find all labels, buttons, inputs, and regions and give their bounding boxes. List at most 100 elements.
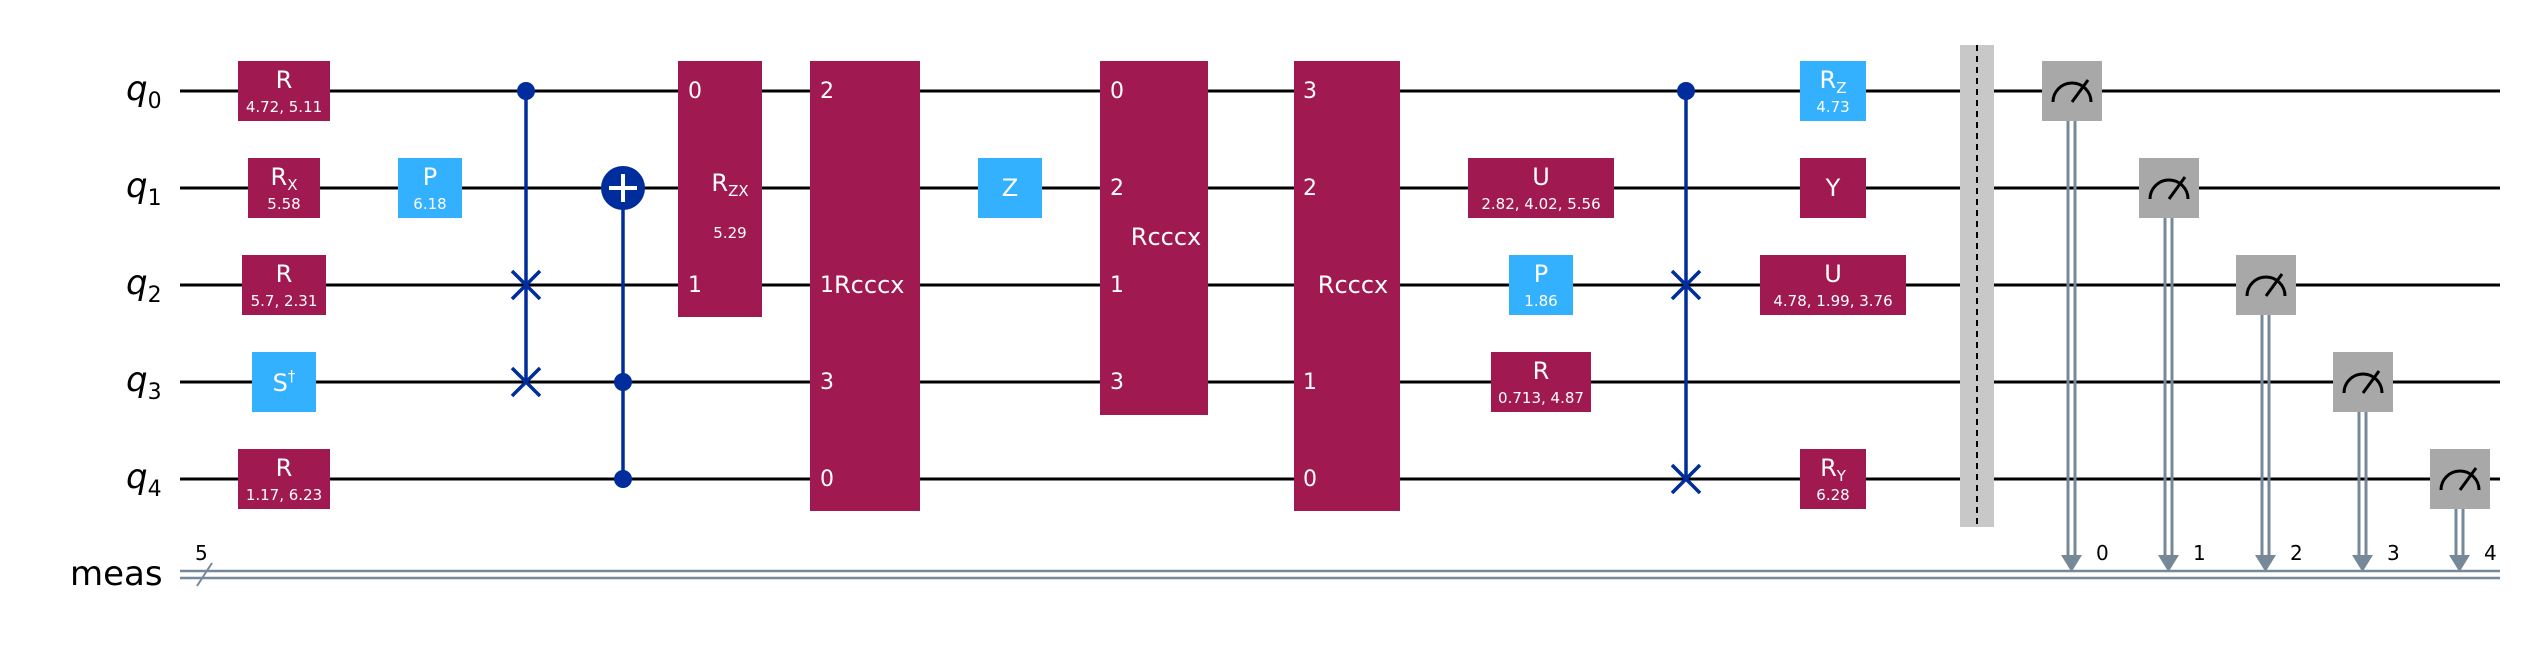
- register-slash: [196, 562, 213, 587]
- swap-cross-q3: [510, 366, 542, 398]
- rcccx2-pin-q0: 0: [1110, 79, 1124, 104]
- qubit-label-q0: q0: [126, 69, 162, 114]
- rcccx2-pin-q2: 1: [1110, 273, 1124, 298]
- qubit-label-q4: q4: [126, 457, 162, 502]
- rcccx1-pin-q0: 2: [820, 79, 834, 104]
- gate-params: 6.28: [1816, 486, 1849, 504]
- cswap-gate: [510, 82, 542, 398]
- register-size-label: 5: [195, 541, 208, 565]
- gate-params: 5.29: [713, 224, 746, 242]
- gate-name: R: [1533, 357, 1550, 385]
- measure-arrow: [2449, 555, 2470, 572]
- swap-cross-q2: [1670, 269, 1702, 301]
- rcccx2-pin-q3: 3: [1110, 370, 1124, 395]
- p-gate-q2: P 1.86: [1509, 255, 1573, 315]
- gate-name: RZX: [711, 169, 748, 200]
- measure-arrow: [2158, 555, 2179, 572]
- rzx-gate: 0 1 RZX 5.29: [678, 61, 762, 317]
- meter-icon: [2051, 81, 2093, 103]
- gate-params: 5.7, 2.31: [251, 292, 318, 310]
- sdg-gate-q3: S†: [252, 352, 316, 412]
- ry-gate-q4: RY 6.28: [1800, 449, 1866, 509]
- gate-name: R: [276, 454, 293, 482]
- meter-icon: [2342, 372, 2384, 394]
- gate-params: 4.72, 5.11: [246, 98, 322, 116]
- qubit-label-q1: q1: [126, 166, 162, 211]
- gate-name: U: [1532, 163, 1550, 191]
- z-gate-q1: Z: [978, 158, 1042, 218]
- r-gate-q3: R 0.713, 4.87: [1491, 352, 1591, 412]
- gate-name: RX: [271, 163, 298, 194]
- measure-box: [2042, 61, 2102, 121]
- gate-name: R: [276, 260, 293, 288]
- measure-q4: 4: [2430, 449, 2497, 572]
- gate-name: P: [1534, 260, 1548, 288]
- gate-params: 1.17, 6.23: [246, 486, 322, 504]
- control-dot-q0: [517, 82, 535, 100]
- gate-name: RY: [1820, 454, 1847, 485]
- gate-params: 6.18: [413, 195, 446, 213]
- gate-name: P: [423, 163, 437, 191]
- gate-name: Y: [1825, 174, 1841, 202]
- measure-q2: 2: [2236, 255, 2303, 572]
- classical-register-label: meas: [70, 554, 163, 594]
- gate-name: R: [276, 66, 293, 94]
- measure-q0: 0: [2042, 61, 2109, 572]
- gate-params: 2.82, 4.02, 5.56: [1481, 195, 1600, 213]
- u-gate-q2: U 4.78, 1.99, 3.76: [1760, 255, 1906, 315]
- gate-params: 4.78, 1.99, 3.76: [1773, 292, 1892, 310]
- measure-bit-label: 4: [2484, 541, 2497, 565]
- rzx-pin-q0: 0: [688, 79, 702, 104]
- meter-icon: [2245, 275, 2287, 297]
- rcccx3-pin-q4: 0: [1303, 467, 1317, 492]
- gate-name: S†: [273, 367, 296, 397]
- measure-bit-label: 2: [2290, 541, 2303, 565]
- control-dot-q0: [1677, 82, 1695, 100]
- gate-name: Rcccx: [1318, 271, 1388, 299]
- gate-name: Rcccx: [834, 271, 904, 299]
- measure-box: [2430, 449, 2490, 509]
- rcccx1-pin-q3: 3: [820, 370, 834, 395]
- qubit-label-q3: q3: [126, 360, 162, 405]
- measure-q1: 1: [2139, 158, 2206, 572]
- measure-arrow: [2352, 555, 2373, 572]
- measure-bit-label: 1: [2193, 541, 2206, 565]
- measure-bit-label: 0: [2096, 541, 2109, 565]
- gate-name: RZ: [1820, 66, 1847, 97]
- y-gate-q1: Y: [1800, 158, 1866, 218]
- gate-params: 5.58: [267, 195, 300, 213]
- rx-gate-q1: RX 5.58: [248, 158, 320, 218]
- measure-bit-label: 3: [2387, 541, 2400, 565]
- r-gate-q4: R 1.17, 6.23: [238, 449, 330, 509]
- qubit-label-q2: q2: [126, 263, 162, 308]
- measure-box: [2333, 352, 2393, 412]
- measure-arrow: [2255, 555, 2276, 572]
- gate-name: U: [1824, 260, 1842, 288]
- rz-gate-q0: RZ 4.73: [1800, 61, 1866, 121]
- cswap-gate-2: [1670, 82, 1702, 495]
- rcccx1-pin-q4: 0: [820, 467, 834, 492]
- rzx-pin-q2: 1: [688, 273, 702, 298]
- rcccx-gate-1: 2 1 3 0 Rcccx: [810, 61, 920, 511]
- barrier: [1960, 45, 1994, 527]
- r-gate-q0: R 4.72, 5.11: [238, 61, 330, 121]
- swap-cross-q2: [510, 269, 542, 301]
- measure-q3: 3: [2333, 352, 2400, 572]
- rcccx2-pin-q1: 2: [1110, 176, 1124, 201]
- u-gate-q1: U 2.82, 4.02, 5.56: [1468, 158, 1614, 218]
- control-dot-q3: [614, 373, 632, 391]
- meter-icon: [2148, 178, 2190, 200]
- rcccx1-pin-q2: 1: [820, 273, 834, 298]
- rcccx3-pin-q3: 1: [1303, 370, 1317, 395]
- rcccx3-pin-q1: 2: [1303, 176, 1317, 201]
- gate-name: Z: [1002, 174, 1018, 202]
- p-gate-q1: P 6.18: [398, 158, 462, 218]
- measure-box: [2139, 158, 2199, 218]
- swap-cross-q4: [1670, 463, 1702, 495]
- gate-params: 0.713, 4.87: [1498, 389, 1584, 407]
- gate-params: 1.86: [1524, 292, 1557, 310]
- rcccx3-pin-q0: 3: [1303, 79, 1317, 104]
- rcccx-gate-2: 0 2 1 3 Rcccx: [1100, 61, 1208, 415]
- measure-arrow: [2061, 555, 2082, 572]
- meter-icon: [2439, 469, 2481, 491]
